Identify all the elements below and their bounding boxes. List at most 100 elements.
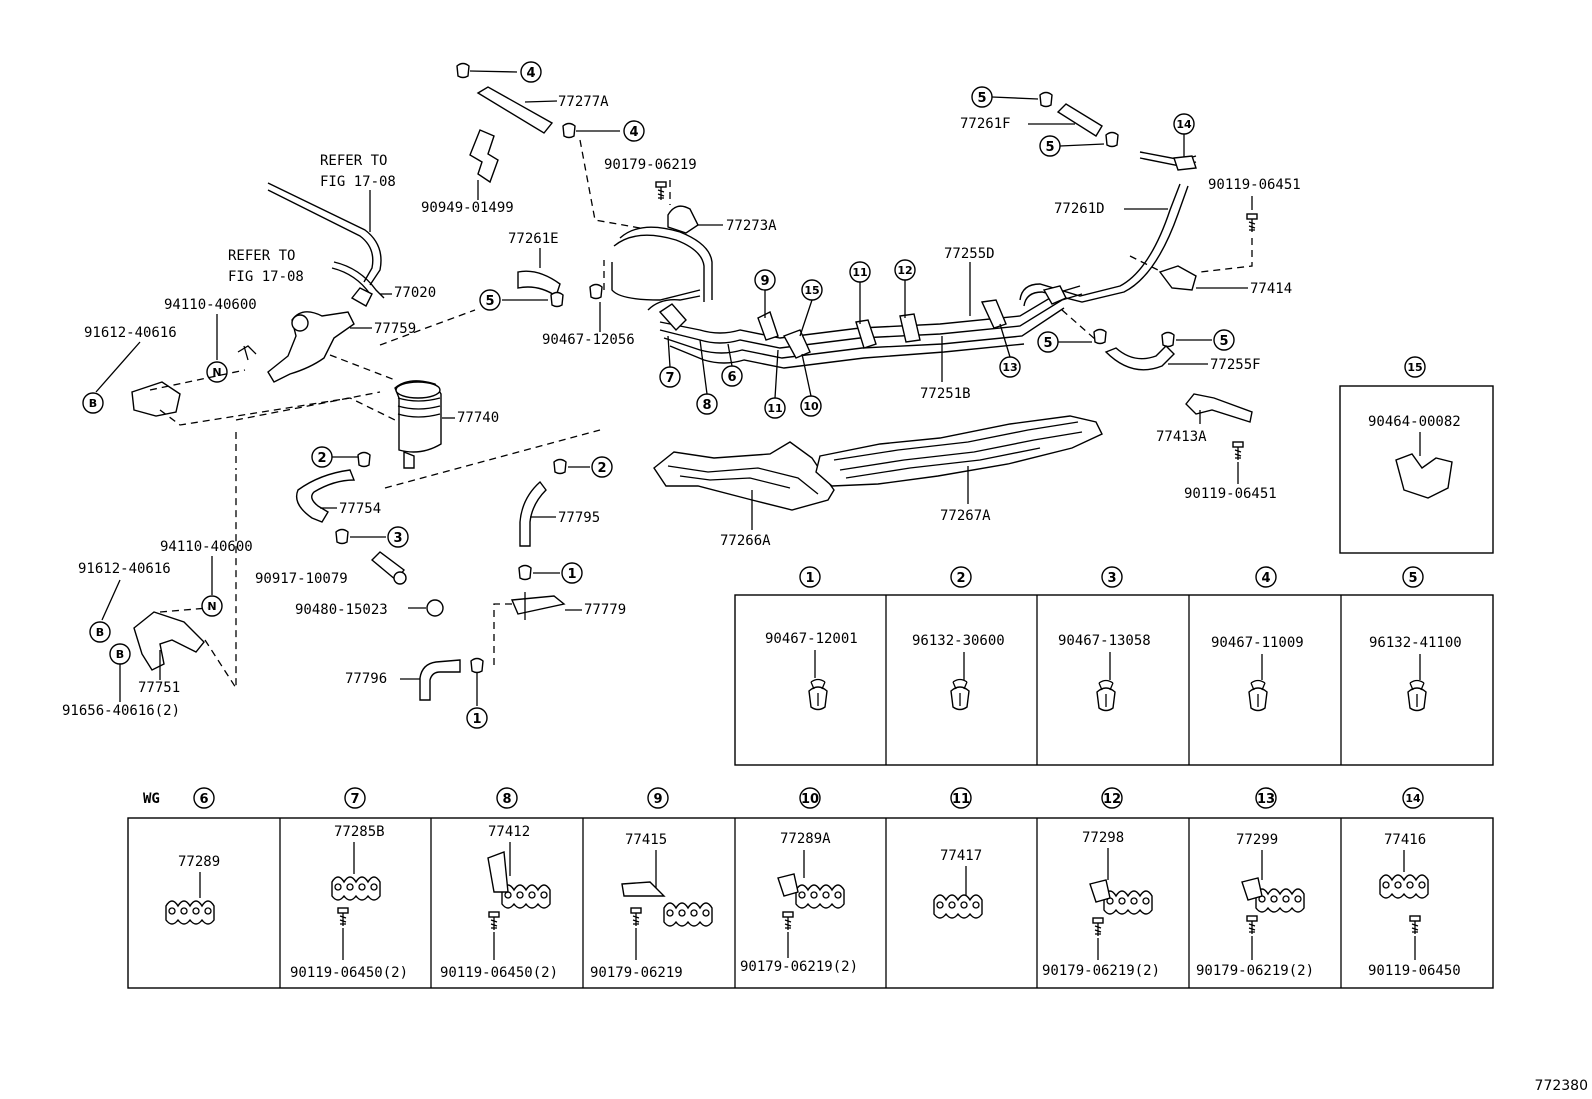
clip-icon	[562, 122, 576, 139]
callout-9: 9	[754, 269, 776, 291]
bolt-icon	[1246, 213, 1258, 233]
svg-text:4: 4	[1261, 571, 1270, 586]
svg-text:5: 5	[485, 294, 494, 309]
svg-text:1: 1	[805, 571, 814, 586]
svg-text:2: 2	[597, 461, 606, 476]
label-77261f: 77261F	[960, 116, 1011, 132]
svg-text:11: 11	[852, 266, 867, 279]
callout-1-bottom: 1	[466, 707, 488, 729]
callout-8: 8	[696, 393, 718, 415]
hose-77795-shape	[519, 480, 547, 547]
clip-icon	[1093, 328, 1107, 345]
svg-text:11: 11	[952, 792, 970, 807]
svg-text:2: 2	[317, 451, 326, 466]
svg-text:7: 7	[350, 792, 359, 807]
svg-text:1: 1	[567, 567, 576, 582]
table-bottom-cell-11: 11 77417	[933, 787, 983, 919]
bolt-icon	[1232, 441, 1244, 461]
svg-text:77299: 77299	[1236, 832, 1278, 848]
label-77754: 77754	[339, 501, 381, 517]
svg-text:11: 11	[767, 402, 782, 415]
table-top-cell-3: 3 90467-13058	[1058, 566, 1151, 712]
hose-77255f-shape	[1104, 345, 1175, 371]
clip-icon	[589, 283, 603, 300]
protector-77266a	[653, 441, 835, 511]
svg-text:B: B	[116, 648, 124, 661]
callout-5-left: 5	[479, 289, 501, 311]
table-bottom-cell-9: 9 77415 90179-06219	[590, 787, 713, 981]
refer-note-2-line2: FIG 17-08	[228, 269, 304, 285]
refer-note-1-line2: FIG 17-08	[320, 174, 396, 190]
svg-text:90179-06219(2): 90179-06219(2)	[1042, 963, 1160, 979]
svg-text:90119-06450: 90119-06450	[1368, 963, 1461, 979]
clip-icon	[335, 528, 349, 545]
table-bottom-cell-6: 6 77289	[165, 787, 220, 925]
bracket-77751-shape	[133, 611, 205, 671]
label-90179-06219-top: 90179-06219	[604, 157, 697, 173]
clip-icon	[1161, 331, 1175, 348]
callout-10: 10	[800, 395, 822, 417]
label-77267a: 77267A	[940, 508, 991, 524]
svg-text:5: 5	[1043, 336, 1052, 351]
table-top-cell-4: 4 90467-11009	[1211, 566, 1304, 712]
label-77740: 77740	[457, 410, 499, 426]
svg-text:8: 8	[702, 398, 711, 413]
refer-note-1-line1: REFER TO	[320, 153, 387, 169]
svg-text:77289: 77289	[178, 854, 220, 870]
svg-text:5: 5	[1408, 571, 1417, 586]
svg-text:8: 8	[502, 792, 511, 807]
svg-text:4: 4	[629, 125, 638, 140]
label-94110-40600-a: 94110-40600	[164, 297, 257, 313]
table-top-cell-5: 5 96132-41100	[1369, 566, 1462, 712]
label-90119-06451-a: 90119-06451	[1208, 177, 1301, 193]
bracket-77414-shape	[1158, 265, 1197, 291]
svg-text:90179-06219(2): 90179-06219(2)	[1196, 963, 1314, 979]
canister-77740	[394, 380, 442, 469]
svg-text:10: 10	[803, 400, 819, 413]
clamp-90464-shape	[1395, 453, 1453, 499]
svg-text:9: 9	[653, 792, 662, 807]
hose-77277a-shape	[476, 86, 554, 134]
svg-text:90467-11009: 90467-11009	[1211, 635, 1304, 651]
table-bottom-cell-12: 12 77298 90179-06219(2)	[1042, 787, 1160, 979]
svg-text:B: B	[89, 397, 97, 410]
svg-text:10: 10	[801, 792, 819, 807]
clip-icon	[1105, 131, 1119, 148]
diagram-id: 772380	[1535, 1078, 1588, 1094]
label-91656-40616: 91656-40616(2)	[62, 703, 180, 719]
callout-6: 6	[721, 365, 743, 387]
svg-text:90467-12001: 90467-12001	[765, 631, 858, 647]
label-77273a: 77273A	[726, 218, 777, 234]
svg-text:N: N	[207, 600, 216, 613]
svg-text:3: 3	[1107, 571, 1116, 586]
label-77277a: 77277A	[558, 94, 609, 110]
svg-text:9: 9	[760, 274, 769, 289]
svg-text:12: 12	[1103, 792, 1121, 807]
svg-text:2: 2	[956, 571, 965, 586]
label-77255d: 77255D	[944, 246, 995, 262]
hose-77754-shape	[295, 469, 356, 523]
label-90119-06451-b: 90119-06451	[1184, 486, 1277, 502]
callout-5-mid-left: 5	[1037, 331, 1059, 353]
table-top-cell-1: 1 90467-12001	[765, 566, 858, 711]
label-90480-15023: 90480-15023	[295, 602, 388, 618]
callout-5-top-right-2: 5	[1039, 135, 1061, 157]
clip-icon	[470, 657, 484, 674]
bracket-90949-shape	[469, 129, 499, 184]
bolt-icon	[655, 181, 667, 201]
svg-text:1: 1	[472, 712, 481, 727]
protector-77267a	[815, 415, 1103, 487]
svg-text:77285B: 77285B	[334, 824, 385, 840]
bottom-table	[127, 817, 1494, 989]
svg-text:12: 12	[897, 264, 912, 277]
table-top-cell-2: 2 96132-30600	[912, 566, 1005, 711]
hose-77261f-shape	[1056, 103, 1103, 137]
svg-text:6: 6	[727, 370, 736, 385]
callout-13: 13	[999, 356, 1021, 378]
refer-note-2-line1: REFER TO	[228, 248, 295, 264]
svg-text:5: 5	[977, 91, 986, 106]
label-77251b: 77251B	[920, 386, 971, 402]
top-table	[734, 594, 1494, 766]
clip-icon	[357, 451, 371, 468]
wg-label: WG	[143, 791, 160, 807]
